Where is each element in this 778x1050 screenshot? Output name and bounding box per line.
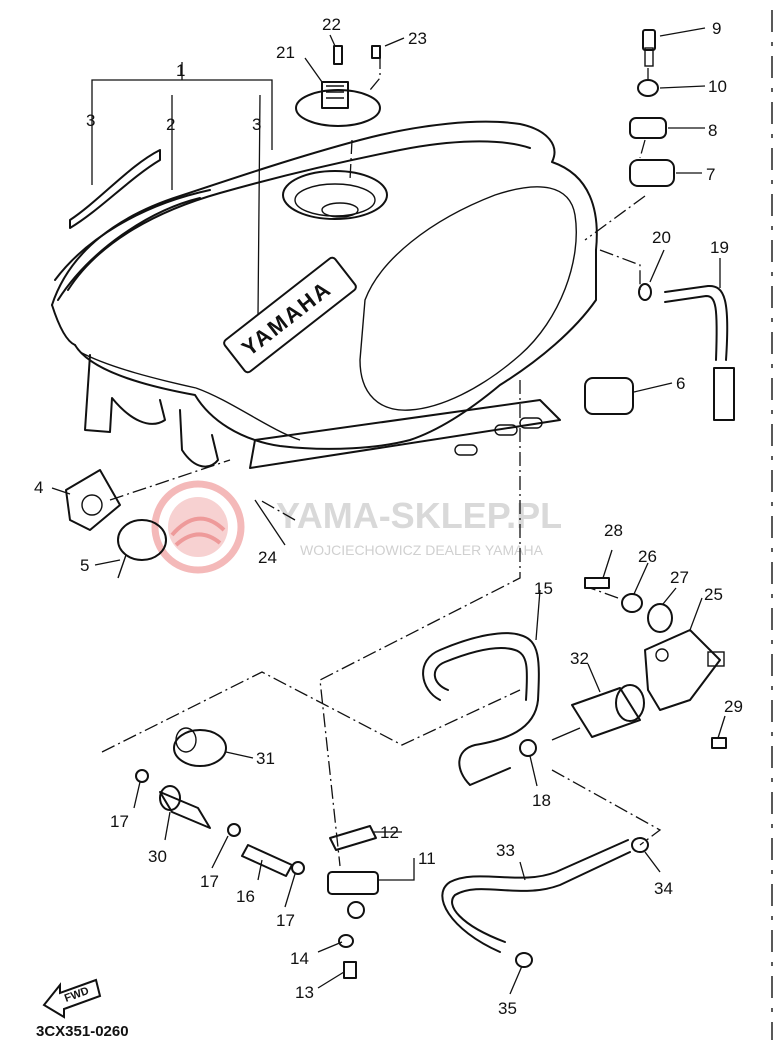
- fuel-tank: YAMAHA: [51, 120, 598, 469]
- callout-22: 22: [322, 15, 341, 34]
- callout-3a: 3: [86, 111, 95, 130]
- callout-10: 10: [708, 77, 727, 96]
- leader-lines: [51, 27, 726, 995]
- callout-35: 35: [498, 999, 517, 1018]
- clip-part-20: [638, 283, 652, 301]
- cover-part-4: [65, 469, 121, 531]
- bracket-part-25: [644, 629, 725, 711]
- callout-25: 25: [704, 585, 723, 604]
- fuel-cap-part: [295, 81, 381, 127]
- clip-part-17a: [135, 769, 149, 783]
- bolt-part-28: [584, 577, 610, 589]
- bolt-part-23: [371, 45, 381, 59]
- callout-3b: 3: [252, 115, 261, 134]
- gasket-part-12: [329, 825, 377, 851]
- hose-part-33: [441, 839, 631, 953]
- callout-17c: 17: [276, 911, 295, 930]
- callout-2: 2: [166, 115, 175, 134]
- watermark-title: YAMA-SKLEP.PL: [276, 495, 562, 536]
- collar-part-10: [637, 79, 659, 97]
- callout-31: 31: [256, 749, 275, 768]
- callout-32: 32: [570, 649, 589, 668]
- callout-34: 34: [654, 879, 673, 898]
- callout-20: 20: [652, 228, 671, 247]
- damper-part-31: [173, 727, 227, 767]
- callout-24: 24: [258, 548, 277, 567]
- clip-part-17b: [227, 823, 241, 837]
- callout-21: 21: [276, 43, 295, 62]
- callout-15: 15: [534, 579, 553, 598]
- callout-5: 5: [80, 556, 89, 575]
- damper-part-8: [629, 117, 667, 139]
- callout-30: 30: [148, 847, 167, 866]
- bolt-part-29: [711, 737, 727, 749]
- callout-19: 19: [710, 238, 729, 257]
- bolt-part-9: [642, 29, 656, 67]
- callout-7: 7: [706, 165, 715, 184]
- diagram-code: 3CX351-0260: [36, 1023, 129, 1040]
- callouts: 1 2 3 3 4 5 6 7 8 9 10 11 12 13 14 15 16…: [34, 15, 743, 1018]
- hose-part-16: [241, 844, 293, 877]
- clip-part-17c: [291, 861, 305, 875]
- damper-part-6: [584, 377, 634, 415]
- callout-1: 1: [176, 61, 185, 80]
- callout-11: 11: [418, 849, 436, 868]
- watermark-subtitle: WOJCIECHOWICZ DEALER YAMAHA: [300, 542, 544, 558]
- callout-17b: 17: [200, 872, 219, 891]
- filter-part-32: [551, 684, 645, 741]
- hose-part-19: [664, 284, 735, 421]
- fuel-cock-part-11: [327, 871, 379, 919]
- clip-part-35: [515, 952, 533, 968]
- callout-17a: 17: [110, 812, 129, 831]
- yamaha-badge: YAMAHA: [223, 256, 357, 374]
- grommet-part-27: [647, 603, 673, 633]
- filter-part-30: [159, 785, 211, 829]
- callout-8: 8: [708, 121, 717, 140]
- callout-29: 29: [724, 697, 743, 716]
- callout-26: 26: [638, 547, 657, 566]
- watermark-logo: [151, 480, 245, 574]
- callout-12: 12: [380, 823, 399, 842]
- callout-13: 13: [295, 983, 314, 1002]
- callout-27: 27: [670, 568, 689, 587]
- callout-28: 28: [604, 521, 623, 540]
- callout-18: 18: [532, 791, 551, 810]
- washer-part-14: [338, 934, 354, 948]
- clip-part-34: [631, 837, 649, 853]
- band-part-5: [117, 519, 167, 579]
- screw-part-13: [343, 961, 357, 979]
- callout-23: 23: [408, 29, 427, 48]
- callout-16: 16: [236, 887, 255, 906]
- callout-14: 14: [290, 949, 309, 968]
- fwd-arrow-icon: FWD: [42, 978, 102, 1019]
- callout-4: 4: [34, 478, 43, 497]
- callout-9: 9: [712, 19, 721, 38]
- hose-part-15: [422, 632, 540, 786]
- nut-part-26: [621, 593, 643, 613]
- callout-33: 33: [496, 841, 515, 860]
- damper-part-7: [629, 159, 675, 187]
- watermark: YAMA-SKLEP.PL WOJCIECHOWICZ DEALER YAMAH…: [151, 480, 562, 574]
- callout-6: 6: [676, 374, 685, 393]
- clip-part-18: [519, 739, 537, 757]
- bolt-part-22: [333, 45, 343, 65]
